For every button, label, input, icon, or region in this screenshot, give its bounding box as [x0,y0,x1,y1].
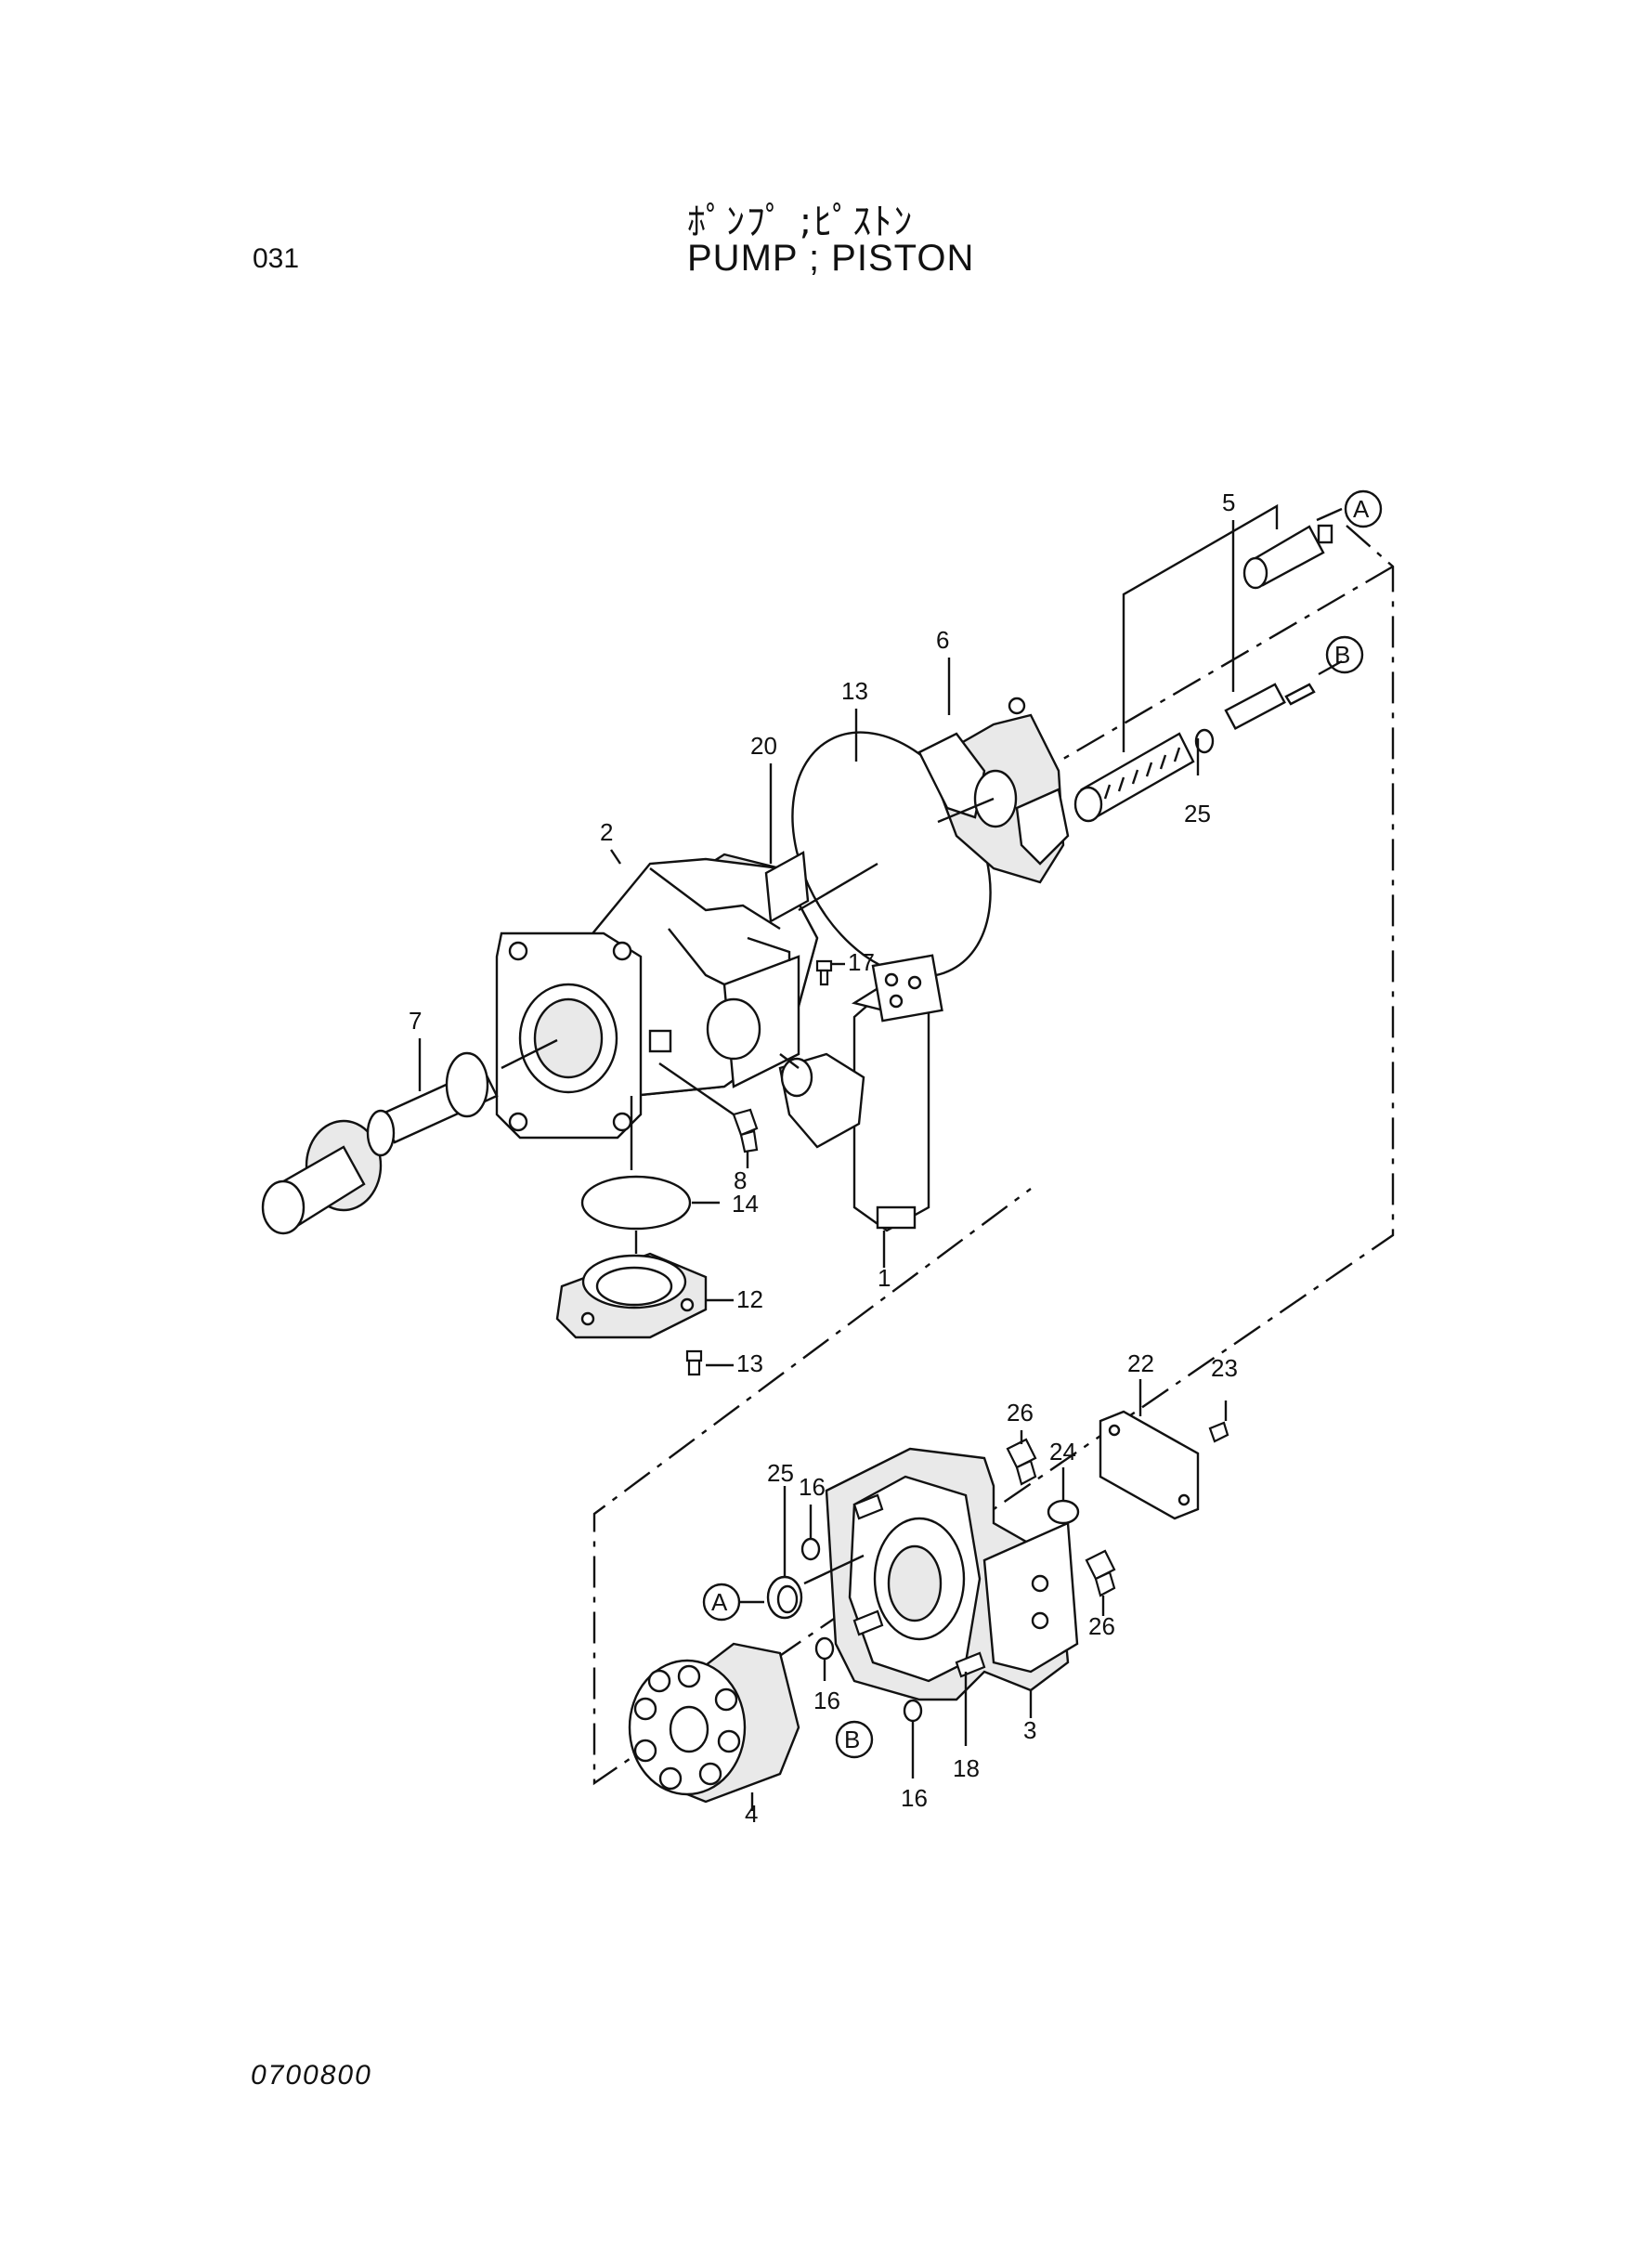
o-ring-16 [800,1537,821,1561]
callout-1: 1 [878,1264,891,1292]
cover-screw [685,1349,734,1376]
cylinder-block [628,1642,800,1811]
callout-8: 12 [736,1285,763,1313]
page-title-japanese: ﾎﾟﾝﾌﾟ ;ﾋﾟｽﾄﾝ [687,201,915,243]
callout-17: 17 [848,948,875,976]
page-title-english: PUMP ; PISTON [687,238,975,279]
callout-15: 13 [841,677,868,705]
plug-26-top [1006,1430,1037,1486]
callout-16: 16 [799,1473,826,1501]
callout-6: 6 [936,626,949,654]
callout-5: 5 [1222,489,1235,516]
callout-16: 16 [901,1784,928,1812]
callout-4: 4 [745,1800,758,1828]
callout-13: 13 [736,1349,763,1377]
callout-14: 14 [732,1190,759,1218]
plug-26-right [1085,1549,1116,1616]
reference-b: B [1334,641,1350,669]
reference-a: A [1353,495,1370,523]
reference-a: A [711,1588,728,1616]
callout-2: 2 [600,818,613,846]
o-ring-23 [1047,1499,1080,1525]
document-code: 0700800 [251,2060,372,2091]
callout-26: 26 [1088,1612,1115,1640]
spring-assembly [1073,503,1343,823]
part-callouts: 5 6 13 20 2 7 25 17 8 14 1 12 13 22 23 2… [409,489,1238,1828]
o-ring-16 [903,1699,923,1723]
swash-plate [917,658,1070,884]
callout-12: 8 [734,1166,747,1194]
page-number: 031 [253,243,300,274]
leader-line [610,849,621,865]
reference-markers: A B A B [702,489,1383,1759]
callout-18: 18 [953,1754,980,1782]
bearing-cover [555,1252,734,1339]
o-ring-16 [814,1636,835,1661]
callout-3: 3 [1023,1716,1036,1744]
callout-25: 25 [1184,800,1211,827]
plug [658,1062,759,1168]
callout-23: 24 [1049,1438,1076,1466]
callout-7: 7 [409,1007,422,1035]
drive-shaft [261,1038,558,1235]
cover-plate [747,763,845,986]
rear-cover [825,1447,1079,1718]
callout-20: 20 [750,732,777,760]
o-ring-small [580,1096,720,1254]
callout-22: 23 [1211,1354,1238,1382]
reference-b: B [844,1726,860,1753]
regulator-valve [778,954,943,1268]
snap-ring [740,1486,865,1620]
callout-21: 22 [1127,1349,1154,1377]
callout-26: 26 [1007,1399,1034,1427]
callout-24: 25 [767,1459,794,1487]
cover-plate-21 [1099,1379,1229,1520]
callout-16: 16 [813,1687,840,1714]
